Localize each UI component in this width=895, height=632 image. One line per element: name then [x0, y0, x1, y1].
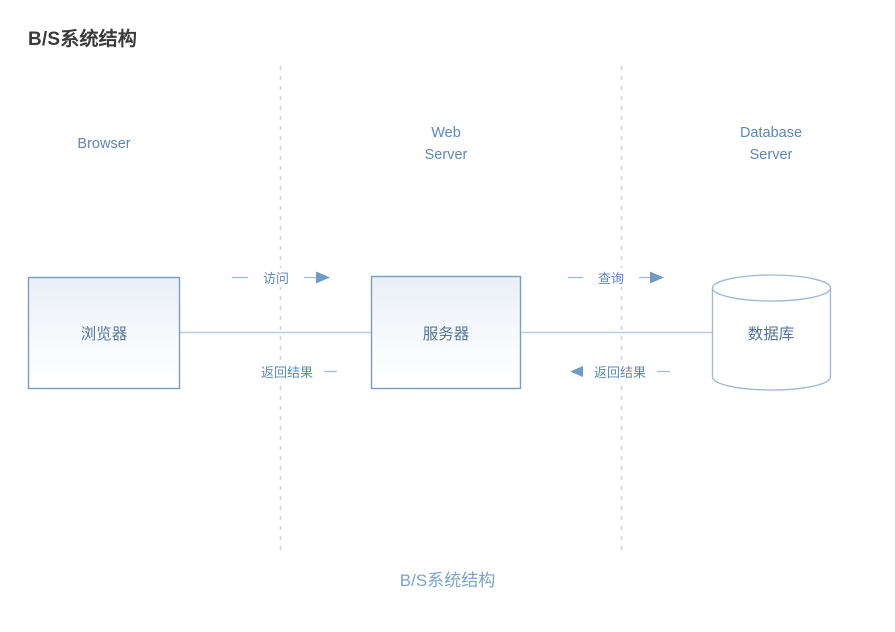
browser-node-shape[interactable] — [27, 276, 181, 390]
database-node-shape[interactable] — [711, 274, 832, 391]
lane-label-web-server-line-1: Web — [431, 125, 461, 141]
page-title: B/S系统结构 — [28, 29, 138, 50]
lane-label-database-server: Database Server — [696, 122, 846, 166]
database-node-label: 数据库 — [747, 326, 795, 343]
lane-label-web-server-line-2: Server — [424, 147, 468, 163]
lane-label-database-server-line-1: Database — [739, 125, 803, 141]
lane-label-browser: Browser — [24, 133, 184, 155]
diagram-caption: B/S系统结构 — [399, 571, 496, 590]
browser-node-label: 浏览器 — [80, 326, 128, 343]
lane-label-web-server: Web Server — [371, 122, 521, 166]
server-node-label: 服务器 — [422, 326, 470, 343]
flow-label-server-to-browser-response: 返回结果 — [250, 362, 324, 381]
flow-label-database-to-server-response: 返回结果 — [583, 362, 657, 381]
lane-label-browser-line-1: Browser — [77, 136, 131, 152]
lane-label-database-server-line-2: Server — [749, 147, 793, 163]
server-node-shape[interactable] — [370, 275, 522, 390]
flow-label-server-to-database-query: 查询 — [583, 268, 639, 287]
flow-label-browser-to-server-request: 访问 — [248, 268, 304, 287]
